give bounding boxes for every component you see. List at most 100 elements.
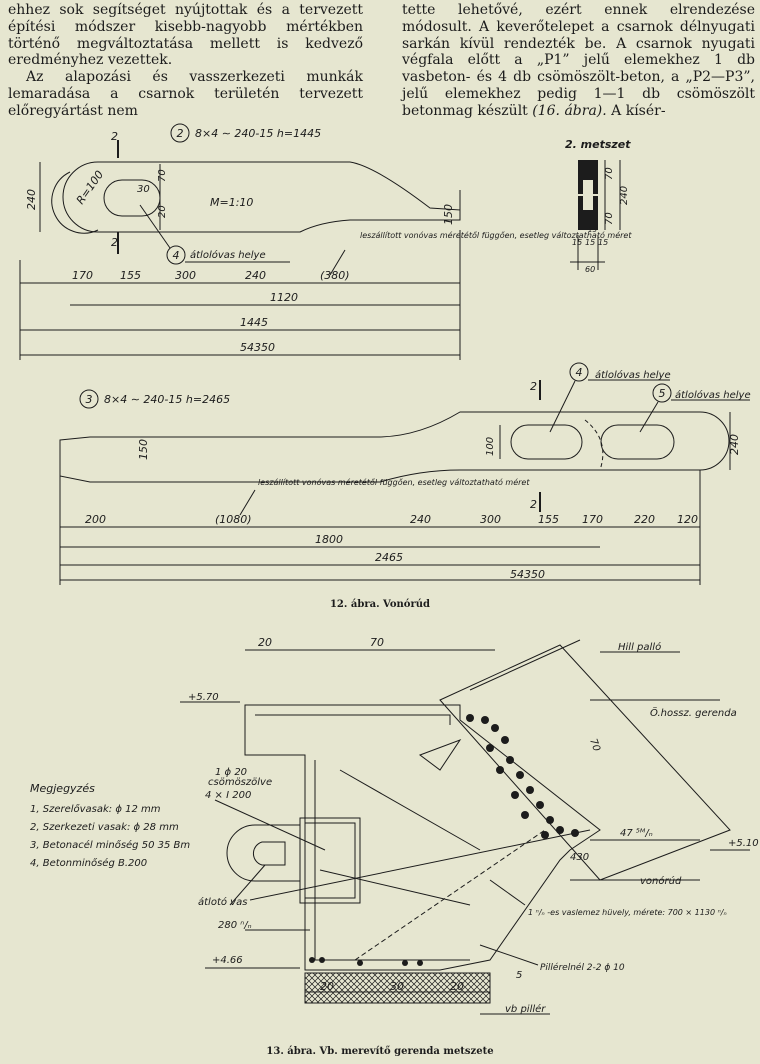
dim-200: 200 xyxy=(85,513,106,526)
dim-2465: 2465 xyxy=(375,551,403,564)
legend-3: 3, Betonacél minőség 50 35 Bm xyxy=(30,839,190,851)
callout-5-text: átlolóvas helye xyxy=(675,389,751,401)
text-column-left: ehhez sok segítséget nyújtottak és a ter… xyxy=(8,2,363,120)
dim-150: 150 xyxy=(137,439,150,460)
dim-220: 220 xyxy=(634,513,655,526)
hill-pallo: Hill palló xyxy=(618,641,661,653)
bar-spec: 8×4 ∼ 240-15 h=2465 xyxy=(104,393,230,406)
dim-240b: 240 xyxy=(410,513,431,526)
paragraph: Az alapozási és vasszerkezeti munkák lem… xyxy=(8,69,363,119)
section-mark-lower: 2 xyxy=(111,236,118,249)
level-bottom: +4.66 xyxy=(212,955,243,966)
level-right: +5.10 xyxy=(728,838,759,849)
rebar-dots xyxy=(309,714,579,966)
bottom-dim-2: 30 xyxy=(390,980,404,993)
dim-240b: 240 xyxy=(245,269,266,282)
note: leszállított vonóvas méretétől függően, … xyxy=(258,477,530,487)
bottom-dim-1: 20 xyxy=(320,980,334,993)
legend-1: 1, Szerelővasak: ϕ 12 mm xyxy=(30,803,161,815)
dim-20-top: 20 xyxy=(258,636,272,649)
inner-dim: 30 xyxy=(137,184,150,195)
section-2-detail: 2. metszet 70 240 70 15 15 15 60 15 xyxy=(565,138,631,274)
figure-12-bar-3: 3 8×4 ∼ 240-15 h=2465 150 100 240 2 2 4 … xyxy=(59,362,751,585)
dim-70-top: 70 xyxy=(370,636,384,649)
dim-170: 170 xyxy=(72,269,93,282)
dim-155: 155 xyxy=(120,269,141,282)
i-beam-label: 4 × I 200 xyxy=(205,790,251,801)
dim-5: 5 xyxy=(516,970,522,981)
sec-dim-70b: 70 xyxy=(604,212,615,225)
dim-380: (380) xyxy=(320,269,350,282)
paragraph-tail: A kísér- xyxy=(611,102,666,119)
bar-number: 2 xyxy=(177,127,184,140)
paragraph: ehhez sok segítséget nyújtottak és a ter… xyxy=(8,2,363,69)
dim-70: 70 xyxy=(157,169,168,182)
phi20-label: 1 ϕ 20 xyxy=(215,767,247,778)
bar-outline xyxy=(62,161,461,233)
dim-300: 300 xyxy=(175,269,196,282)
callout-circle xyxy=(166,245,186,265)
legend-2: 2, Szerkezeti vasak: ϕ 28 mm xyxy=(30,822,179,833)
dim-1445: 1445 xyxy=(240,316,268,329)
phi20-sub: csömöszölve xyxy=(208,777,272,788)
figure-12-caption: 12. ábra. Vonórúd xyxy=(330,599,430,610)
paragraph: tette lehetővé, ezért ennek elrendezése … xyxy=(402,2,755,120)
dim-120: 120 xyxy=(677,513,698,526)
dim-100: 100 xyxy=(485,437,496,456)
dim-240: 240 xyxy=(25,189,38,210)
figure-reference: (16. ábra). xyxy=(532,102,607,119)
scale-label: M=1:10 xyxy=(210,196,253,209)
paragraph-text: tette lehetővé, ezért ennek elrendezése … xyxy=(402,2,755,119)
dim-300: 300 xyxy=(480,513,501,526)
section-mark-lower: 2 xyxy=(530,498,537,511)
sec-dim-15b: 15 xyxy=(585,238,595,247)
callout-4-text: átlolóvas helye xyxy=(595,369,671,381)
text-column-right: tette lehetővé, ezért ennek elrendezése … xyxy=(402,2,755,120)
dim-big: 70 xyxy=(587,737,602,753)
dim-430: 430 xyxy=(570,852,589,863)
bar-number: 3 xyxy=(86,393,93,406)
tie-rod-label: vonórúd xyxy=(640,875,682,887)
vb-pillar: vb pillér xyxy=(505,1003,546,1015)
sec-dim-15: 15 xyxy=(588,226,597,234)
beam-section xyxy=(244,704,601,971)
sec-dim-60: 60 xyxy=(585,265,595,274)
figure-12-bar-2: 2 8×4 ∼ 240-15 h=1445 2 2 R=100 30 70 20… xyxy=(19,123,632,360)
slot-outline xyxy=(103,179,161,217)
dim-170: 170 xyxy=(582,513,603,526)
level-top: +5.70 xyxy=(188,692,219,703)
dim-1080: (1080) xyxy=(215,513,252,526)
pillar-note: Pillérelnél 2-2 ϕ 10 xyxy=(540,962,625,973)
bar-outline xyxy=(59,411,730,483)
diagonal-rod: átlotó vas xyxy=(198,896,247,908)
i-beam-box xyxy=(299,817,361,904)
section-mark: 2 xyxy=(530,380,537,393)
sec-dim-15a: 15 xyxy=(572,238,582,247)
sec-dim-15c: 15 xyxy=(598,238,608,247)
dim-240: 240 xyxy=(728,434,741,455)
dim-54350: 54350 xyxy=(510,568,545,581)
legend-4: 4, Betonminőség B.200 xyxy=(30,857,147,869)
inclined-beam xyxy=(439,644,731,881)
callout-circle-5 xyxy=(652,383,672,403)
callout-num: 4 xyxy=(173,249,180,262)
angle-label: 47 ⁵ᴹ/ₙ xyxy=(620,828,653,839)
callout-4-num: 4 xyxy=(576,366,583,379)
legend-title: Megjegyzés xyxy=(30,782,95,795)
pillar-hatch xyxy=(304,972,491,1004)
longitudinal-beam: Ö.hossz. gerenda xyxy=(650,706,737,719)
section-mark: 2 xyxy=(111,130,118,143)
slot-1 xyxy=(510,424,583,460)
section-title: 2. metszet xyxy=(565,138,631,151)
bar-number-circle xyxy=(79,389,99,409)
dim-150: 150 xyxy=(442,204,455,225)
sec-dim-70: 70 xyxy=(604,167,615,180)
dim-1800: 1800 xyxy=(315,533,343,546)
slot-2 xyxy=(600,424,675,460)
bar-spec: 8×4 ∼ 240-15 h=1445 xyxy=(195,127,321,140)
bar-number-circle xyxy=(170,123,190,143)
dim-20: 20 xyxy=(157,205,168,218)
dim-1120: 1120 xyxy=(270,291,298,304)
dim-280: 280 ⁿ/ₙ xyxy=(218,920,252,931)
